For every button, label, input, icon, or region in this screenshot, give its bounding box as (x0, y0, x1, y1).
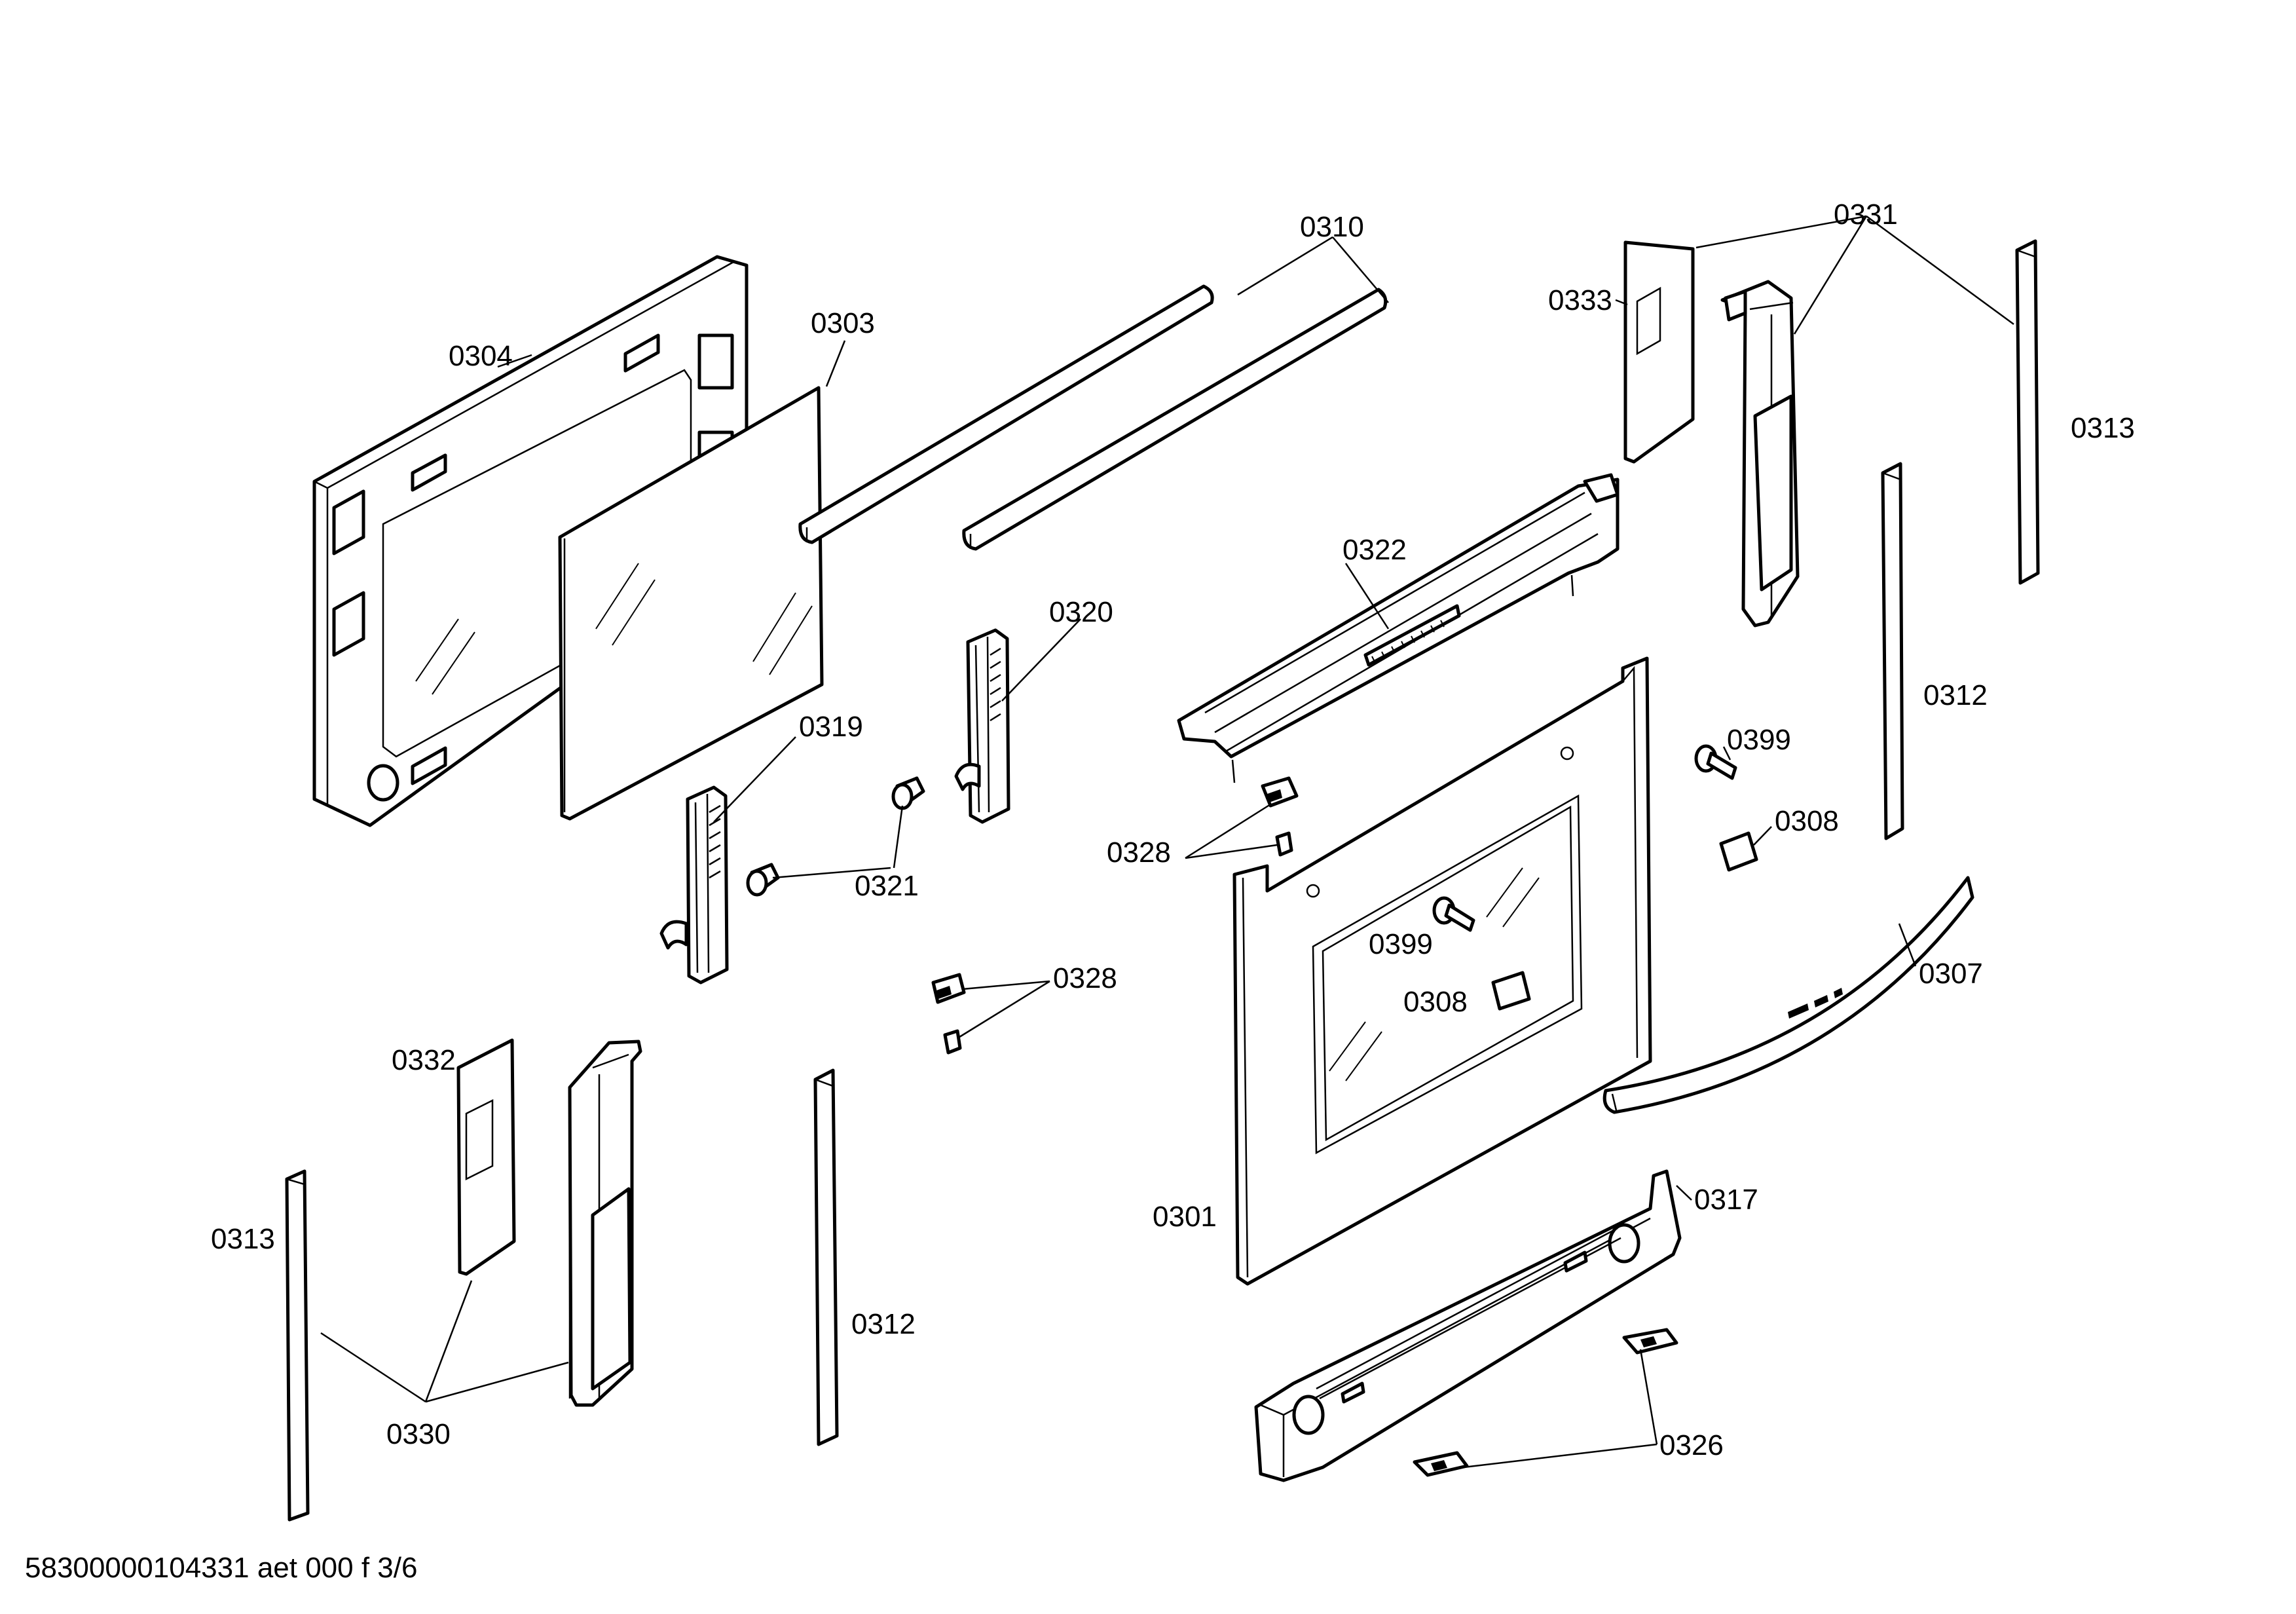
callout-0312-left: 0312 (851, 1308, 916, 1340)
callout-0307: 0307 (1919, 958, 1983, 990)
callout-0321: 0321 (855, 870, 919, 902)
callout-0308-upper: 0308 (1775, 805, 1839, 837)
callout-0313-left: 0313 (211, 1223, 275, 1255)
callout-0328-upper: 0328 (1107, 836, 1171, 869)
part-0319-hinge (659, 785, 729, 985)
callout-0333: 0333 (1548, 284, 1612, 316)
leader-lines (320, 215, 2014, 1469)
part-0399-screws (1432, 744, 1737, 932)
callout-0320: 0320 (1049, 596, 1113, 628)
document-reference: 58300000104331 aet 000 f 3/6 (25, 1552, 418, 1584)
part-0333-cover (1623, 240, 1695, 464)
part-0312-strip-left (813, 1068, 839, 1446)
callout-0399-upper: 0399 (1727, 724, 1791, 756)
part-0301-outer-door (1232, 656, 1652, 1286)
callout-0319: 0319 (799, 711, 863, 743)
callout-0308-lower: 0308 (1403, 986, 1468, 1018)
callout-0304: 0304 (449, 340, 513, 372)
part-0317-lower-frame (1254, 1169, 1682, 1482)
part-0328-clips-lower (931, 973, 966, 1055)
part-0326-clips (1413, 1328, 1678, 1477)
callout-0303: 0303 (811, 307, 875, 339)
callout-0331: 0331 (1834, 198, 1898, 231)
part-0313-strip-left (285, 1169, 310, 1522)
callout-0313-right: 0313 (2071, 412, 2135, 444)
callout-0312-right: 0312 (1923, 679, 1988, 711)
callout-0328-lower: 0328 (1053, 962, 1117, 994)
part-0303-glass (558, 386, 824, 821)
part-0308-blocks (1491, 831, 1758, 1011)
callout-0332: 0332 (392, 1044, 456, 1076)
callout-0317: 0317 (1694, 1184, 1758, 1216)
callout-0310: 0310 (1300, 211, 1364, 243)
part-0307-handle (1602, 876, 1974, 1114)
callout-0330: 0330 (386, 1418, 451, 1450)
part-0312-strip-right (1881, 462, 1904, 840)
part-0313-strip-right (2015, 239, 2040, 585)
callout-0399-lower: 0399 (1369, 928, 1433, 960)
part-0310-rods (798, 284, 1388, 551)
part-0328-clips-upper (1261, 776, 1299, 857)
part-0330-bracket-left (568, 1040, 642, 1407)
part-0331-bracket-right (1720, 280, 1800, 628)
callout-0322: 0322 (1342, 534, 1407, 566)
part-0320-hinge (954, 628, 1010, 824)
callout-0326: 0326 (1659, 1429, 1724, 1461)
part-0332-cover (456, 1038, 516, 1276)
callout-0301: 0301 (1153, 1201, 1217, 1233)
part-0322-top-frame (1177, 473, 1620, 783)
